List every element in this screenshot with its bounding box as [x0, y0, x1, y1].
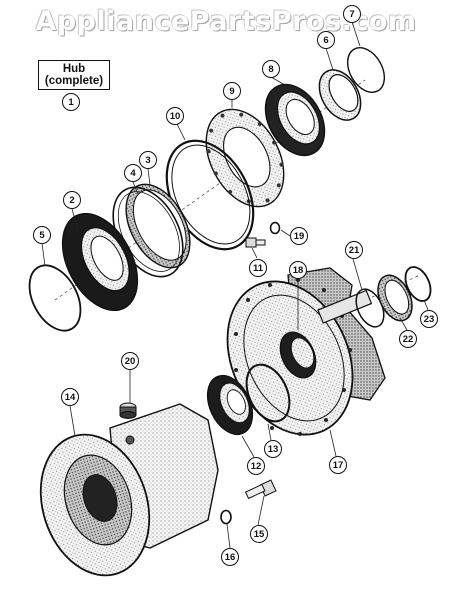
part-5-o-ring — [28, 264, 82, 332]
assembly-title-line1: Hub — [62, 63, 86, 75]
callout-leader-lines — [41, 21, 429, 549]
part-2-seal — [61, 212, 139, 312]
callout-16: 16 — [221, 548, 239, 566]
part-14-housing-casting — [39, 403, 219, 577]
part-15-bolt — [244, 479, 277, 500]
callout-3: 3 — [139, 151, 157, 169]
part-23-snap-ring — [404, 266, 432, 302]
callout-20: 20 — [121, 352, 139, 370]
part-3-seal-ring — [125, 183, 191, 269]
callout-13: 13 — [264, 440, 282, 458]
callout-7: 7 — [343, 5, 361, 23]
callout-15: 15 — [250, 525, 268, 543]
callout-1: 1 — [62, 93, 80, 111]
callout-9: 9 — [223, 82, 241, 100]
part-22-lock-ring — [377, 274, 413, 322]
callout-4: 4 — [124, 164, 142, 182]
callout-21: 21 — [345, 241, 363, 259]
part-13-o-ring — [245, 363, 291, 423]
callout-5: 5 — [33, 226, 51, 244]
part-7-snap-ring — [346, 47, 386, 93]
assembly-title-line2: (complete) — [44, 75, 104, 87]
callout-12: 12 — [247, 457, 265, 475]
part-11-bolt — [245, 237, 266, 248]
part-8-bearing — [264, 83, 326, 157]
callout-2: 2 — [63, 191, 81, 209]
part-9-flange-plate — [205, 108, 285, 208]
callout-11: 11 — [249, 259, 267, 277]
callout-19: 19 — [290, 227, 308, 245]
part-12-bearing — [206, 374, 254, 436]
callout-22: 22 — [399, 330, 417, 348]
part-20-plug — [119, 402, 137, 419]
callout-8: 8 — [262, 60, 280, 78]
callout-18: 18 — [289, 261, 307, 279]
callout-10: 10 — [166, 107, 184, 125]
callout-23: 23 — [420, 310, 438, 328]
callout-6: 6 — [317, 31, 335, 49]
part-16-washer — [220, 509, 232, 525]
callout-17: 17 — [329, 456, 347, 474]
assembly-title-box: Hub (complete) — [38, 60, 110, 90]
part-6-bearing-cup — [318, 69, 362, 121]
callout-14: 14 — [61, 388, 79, 406]
part-19-lock-washer — [269, 221, 281, 235]
part-18-inner-bearing — [279, 331, 317, 379]
